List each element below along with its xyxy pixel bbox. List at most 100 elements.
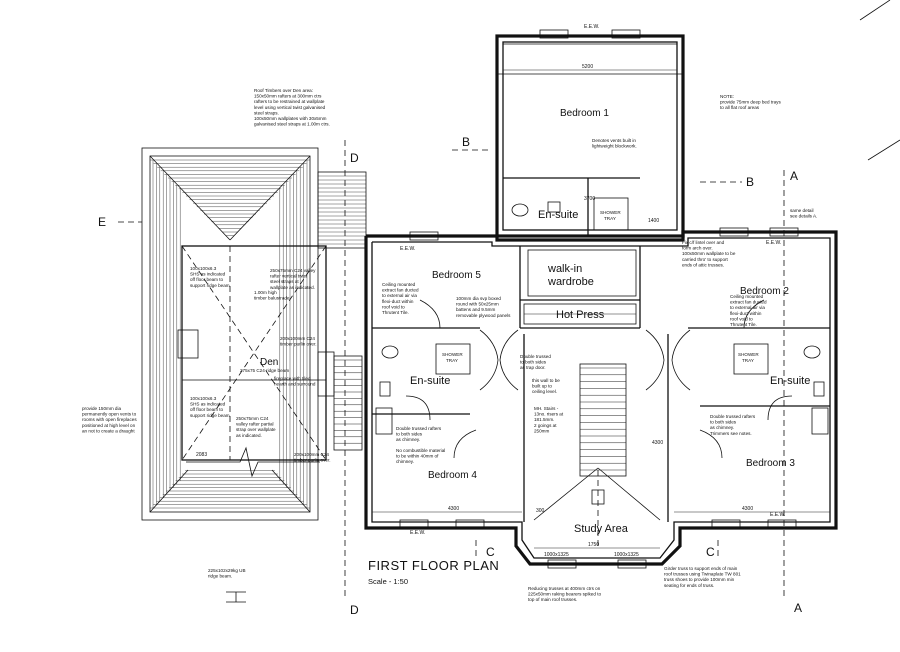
- section-labels: D D E B B A A C C: [98, 135, 802, 617]
- dim-300: 300: [536, 508, 545, 514]
- note-line: fireplace with tiled: [274, 376, 311, 381]
- note-line: seating for ends of truss.: [664, 583, 714, 588]
- note-line: SHS as indicated: [190, 402, 226, 407]
- note-line: steel straps at: [270, 279, 299, 284]
- dim-window-1: 1000x1325: [544, 552, 569, 558]
- note-line: timber purlin over.: [294, 458, 331, 463]
- dim-2083: 2083: [196, 452, 207, 458]
- note-line: as chimney.: [710, 425, 734, 430]
- annotation-notes: Roof Timbers over Den area:150x50mm raft…: [82, 88, 817, 602]
- note-line: support ridge beam: [190, 413, 230, 418]
- note-line: to external air via: [382, 293, 417, 298]
- note-line: permanently open vents to: [82, 412, 137, 417]
- note-line: round with 50x25mm: [456, 302, 499, 307]
- note-line: timber purlin over.: [280, 342, 317, 347]
- note-line: roof void to: [382, 304, 405, 309]
- note-line: truss shoes to provide 100mm min: [664, 577, 735, 582]
- note-line: off floor beam to: [190, 407, 224, 412]
- shower-top-label-2: TRAY: [604, 216, 616, 221]
- note-line: 250x75mm C24: [236, 416, 269, 421]
- ridge-beam-symbol: [226, 591, 246, 603]
- note-line: to all flat roof areas: [720, 105, 760, 110]
- note-line: rafters to be restrained at wallplate: [254, 99, 325, 104]
- shower-left-label-1: SHOWER: [442, 352, 463, 357]
- note-line: 225x102x29kg UB: [208, 568, 246, 573]
- note-line: Girder truss to support ends of main: [664, 566, 738, 571]
- dim-eew-top: E.E.W.: [584, 24, 599, 30]
- note-line: 200x100mm C24: [280, 336, 315, 341]
- note-line: carried thro' to support: [682, 257, 729, 262]
- section-mark-c-right: C: [706, 545, 715, 559]
- section-markers: [118, 0, 900, 600]
- room-label-study: Study Area: [574, 523, 629, 535]
- note-line: form arch over.: [682, 246, 713, 251]
- note-line: battens and 9.5mm: [456, 307, 495, 312]
- note-line: an not to create a draught: [82, 428, 135, 433]
- bedroom-1-block: [495, 29, 685, 238]
- note-line: same detail: [790, 208, 814, 213]
- room-label-ensuite-left: En-suite: [410, 375, 450, 387]
- note-line: 100x50mm wallplates with 30x5mm: [254, 116, 327, 121]
- note-line: 150x50mm rafters at 300mm ctrs: [254, 94, 322, 99]
- note-line: MH. Stairs -: [534, 406, 559, 411]
- note-line: provide 150mm dia: [82, 406, 122, 411]
- note-line: 225x50mm raking bearers spiked to: [528, 592, 601, 597]
- note-line: ends of attic trusses.: [682, 262, 724, 267]
- note-line: 275x75 C24 ridge beam: [240, 368, 289, 373]
- note-line: built up to: [532, 384, 552, 389]
- section-mark-a-bottom: A: [794, 601, 802, 615]
- note-line: flexi-duct within: [730, 311, 762, 316]
- note-line: lightweight blockwork.: [592, 144, 637, 149]
- note-line: flexi-duct within: [382, 299, 414, 304]
- note-line: 250mm: [534, 428, 549, 433]
- note-line: to both sides: [710, 420, 737, 425]
- note-line: level using vertical twist galvanised: [254, 105, 326, 110]
- room-label-bedroom-1: Bedroom 1: [560, 108, 609, 119]
- note-line: Reducing trusses at 400mm ctrs on: [528, 586, 601, 591]
- dim-eew-bottom-right: E.E.W.: [770, 512, 785, 518]
- note-line: Denotes vents built in: [592, 138, 636, 143]
- dim-4300-right: 4300: [742, 506, 753, 512]
- note-line: to external air via: [730, 305, 765, 310]
- note-line: as indicated.: [236, 433, 262, 438]
- shower-right-label-2: TRAY: [742, 358, 754, 363]
- section-mark-b-left: B: [462, 135, 470, 149]
- note-line: No combustible material: [396, 448, 445, 453]
- note-line: 100x100x6.3: [190, 266, 217, 271]
- note-line: 2 goings at: [534, 423, 557, 428]
- note-line: this wall to be: [532, 378, 560, 383]
- note-line: NOTE:: [720, 94, 734, 99]
- note-line: Roof Timbers over Den area:: [254, 88, 313, 93]
- note-line: 1.00m high: [254, 290, 277, 295]
- section-mark-c-left: C: [486, 545, 495, 559]
- note-line: galvanised steel straps at 1.00m ctrs.: [254, 122, 330, 127]
- note-line: rooms with open fireplaces: [82, 417, 137, 422]
- room-label-bedroom-5: Bedroom 5: [432, 270, 481, 281]
- room-label-ensuite-top: En-suite: [538, 209, 578, 221]
- shower-right-label-1: SHOWER: [738, 352, 759, 357]
- dim-1750: 1750: [588, 542, 599, 548]
- note-line: Trimmers see notes.: [710, 431, 752, 436]
- note-line: Double trussed rafters: [710, 414, 756, 419]
- dim-4300-left: 4300: [448, 506, 459, 512]
- drawing-scale: Scale - 1:50: [368, 577, 408, 586]
- section-mark-b-right: B: [746, 175, 754, 189]
- note-line: extract fan ducted: [730, 300, 767, 305]
- room-label-den: Den: [260, 357, 278, 368]
